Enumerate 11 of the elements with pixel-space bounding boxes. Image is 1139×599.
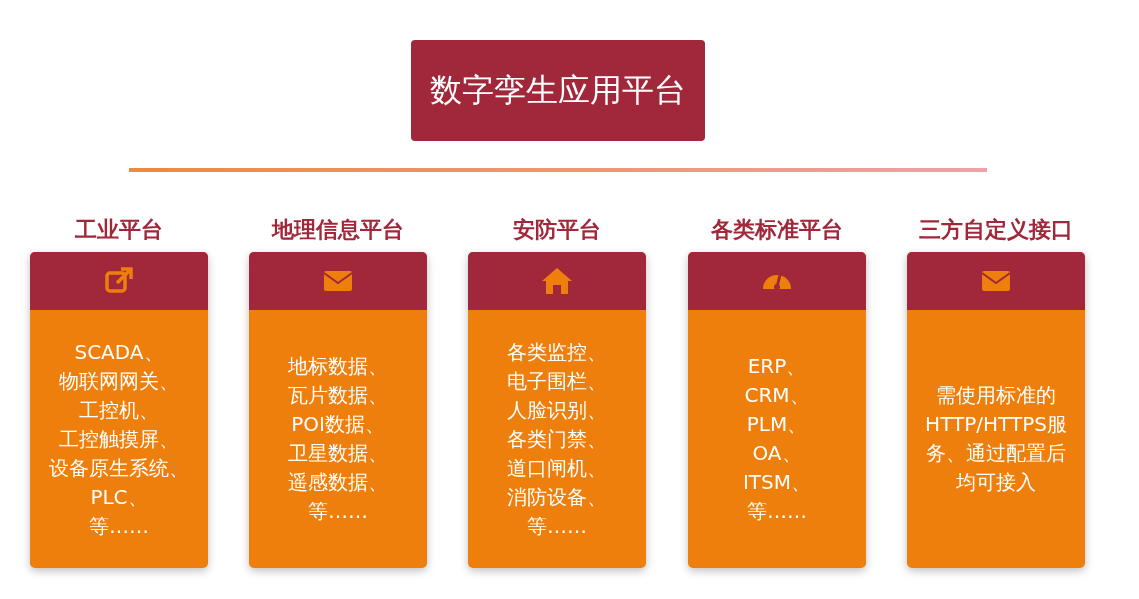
card-text: 需使用标准的HTTP/HTTPS服务、通过配置后均可接入 [924, 382, 1068, 496]
card-heading: 地理信息平台 [270, 216, 405, 244]
title-box: 数字孪生应用平台 [411, 40, 705, 141]
card-text: ERP、CRM、PLM、OA、ITSM、等…… [742, 353, 812, 525]
card-heading: 工业平台 [74, 216, 164, 244]
card-text: 地标数据、瓦片数据、POI数据、卫星数据、遥感数据、等…… [288, 353, 388, 525]
card-text: SCADA、物联网网关、工控机、工控触摸屏、设备原生系统、PLC、等…… [49, 338, 189, 540]
card-heading: 各类标准平台 [710, 216, 844, 244]
card-heading: 安防平台 [512, 216, 602, 244]
card-text: 各类监控、电子围栏、人脸识别、各类门禁、道口闸机、消防设备、等…… [507, 338, 607, 540]
card-heading: 三方自定义接口 [918, 216, 1074, 244]
